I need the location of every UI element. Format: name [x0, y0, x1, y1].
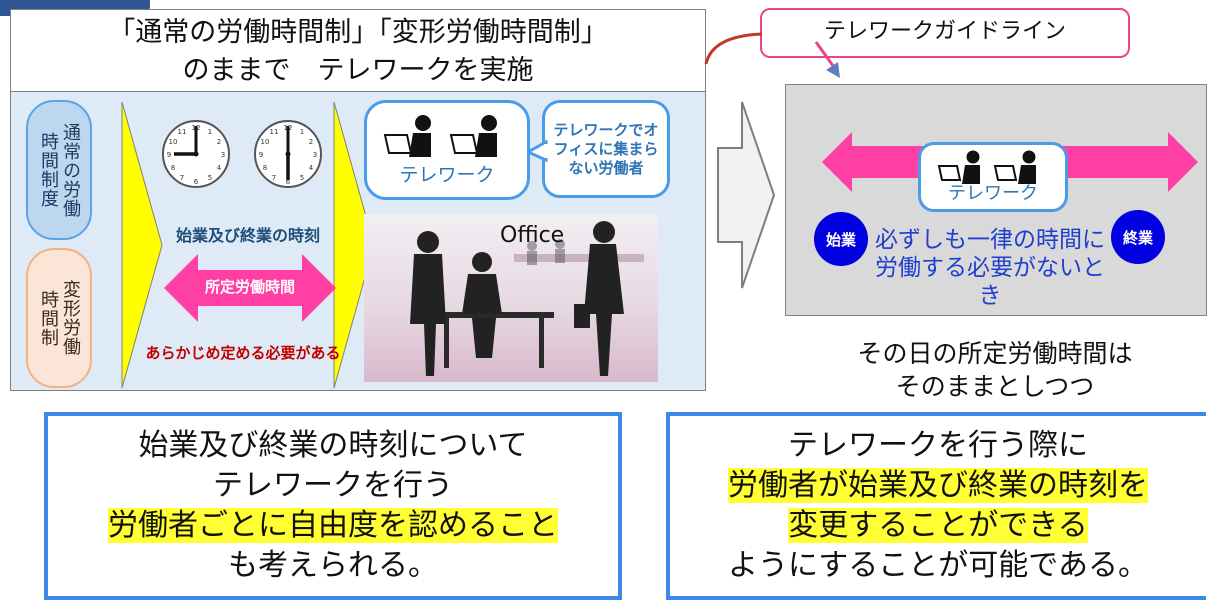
bottom-left-line-4: も考えられる。 [228, 548, 438, 583]
telework-caption-right: テレワーク [948, 183, 1038, 204]
svg-text:7: 7 [180, 174, 184, 182]
svg-text:5: 5 [300, 174, 304, 182]
start-badge: 始業 [814, 212, 868, 266]
svg-text:1: 1 [208, 128, 212, 136]
bubble-tail-icon [528, 140, 548, 162]
person-laptop-icon [937, 150, 1036, 184]
svg-text:4: 4 [217, 164, 222, 172]
bottom-right-highlight-2: 変更することができる [788, 508, 1088, 543]
bottom-left-box: 始業及び終業の時刻について テレワークを行う 労働者ごとに自由度を認めること も… [44, 412, 622, 600]
bottom-left-line-1: 始業及び終業の時刻について [138, 428, 528, 463]
chevron-arrow-icon [717, 101, 776, 289]
svg-text:10: 10 [261, 138, 270, 146]
bottom-left-highlight: 労働者ごとに自由度を認めること [108, 508, 558, 543]
svg-text:11: 11 [178, 128, 187, 136]
start-end-time-label: 始業及び終業の時刻 [175, 226, 320, 245]
double-arrow-icon [164, 254, 336, 322]
svg-text:3: 3 [221, 151, 225, 159]
speech-bubble: テレワークでオフィスに集まらない労働者 [542, 100, 670, 198]
office-photo [364, 214, 658, 382]
bottom-right-highlight-1: 労働者が始業及び終業の時刻を [728, 468, 1148, 503]
right-caption-line-1: その日の所定労働時間は [857, 339, 1133, 368]
chevron-arrow-icon [333, 101, 375, 389]
svg-text:6: 6 [286, 178, 291, 186]
normal-pill-col1: 通常の労働 [60, 122, 81, 218]
normal-working-hours-pill: 通常の労働 時間制度 [26, 100, 92, 240]
bottom-right-line-1: テレワークを行う際に [788, 428, 1088, 463]
prescribed-hours-label: 所定労働時間 [204, 278, 295, 296]
svg-text:8: 8 [171, 164, 175, 172]
office-silhouette-icon [410, 221, 644, 376]
svg-text:2: 2 [217, 138, 221, 146]
prior-notice-label: あらかじめ定める必要がある [145, 344, 341, 362]
bubble-text: テレワークでオフィスに集まらない労働者 [553, 120, 659, 177]
telework-card-right: テレワーク [918, 142, 1068, 212]
svg-text:3: 3 [313, 151, 317, 159]
svg-text:5: 5 [208, 174, 212, 182]
telework-guideline-box: テレワークガイドライン [760, 8, 1130, 58]
svg-text:8: 8 [263, 164, 267, 172]
page-title: 「通常の労働時間制」「変形労働時間制」 のままで テレワークを実施 [10, 9, 706, 91]
bottom-right-line-4: ようにすることが可能である。 [728, 548, 1148, 583]
svg-text:11: 11 [270, 128, 279, 136]
svg-text:10: 10 [169, 138, 178, 146]
henkei-pill-col2: 時間制 [38, 289, 59, 347]
telework-caption: テレワーク [399, 164, 495, 186]
telework-card: テレワーク [364, 100, 530, 200]
svg-text:2: 2 [309, 138, 313, 146]
variable-working-hours-pill: 変形労働 時間制 [26, 248, 92, 388]
right-caption-line-2: そのままとしつつ [895, 372, 1095, 401]
person-laptop-icon [383, 115, 497, 157]
title-line-1: 「通常の労働時間制」「変形労働時間制」 [108, 17, 608, 48]
svg-text:9: 9 [167, 151, 171, 159]
normal-pill-col2: 時間制度 [38, 132, 59, 208]
chevron-arrow-icon [121, 101, 163, 389]
henkei-pill-col1: 変形労働 [60, 280, 81, 356]
office-label: Office [500, 223, 565, 248]
bottom-left-line-2: テレワークを行う [213, 468, 453, 503]
flexible-time-text: 必ずしも一律の時間に労働する必要がないとき [875, 227, 1105, 309]
right-caption: その日の所定労働時間は そのままとしつつ [790, 337, 1200, 403]
curved-arrow-icon [704, 32, 840, 78]
svg-text:7: 7 [272, 174, 276, 182]
svg-text:4: 4 [309, 164, 314, 172]
svg-text:6: 6 [194, 178, 199, 186]
svg-text:1: 1 [300, 128, 304, 136]
bottom-right-box: テレワークを行う際に 労働者が始業及び終業の時刻を 変更することができる ように… [666, 412, 1206, 600]
svg-text:9: 9 [259, 151, 263, 159]
end-badge: 終業 [1111, 210, 1165, 264]
title-line-2: のままで テレワークを実施 [182, 55, 534, 86]
